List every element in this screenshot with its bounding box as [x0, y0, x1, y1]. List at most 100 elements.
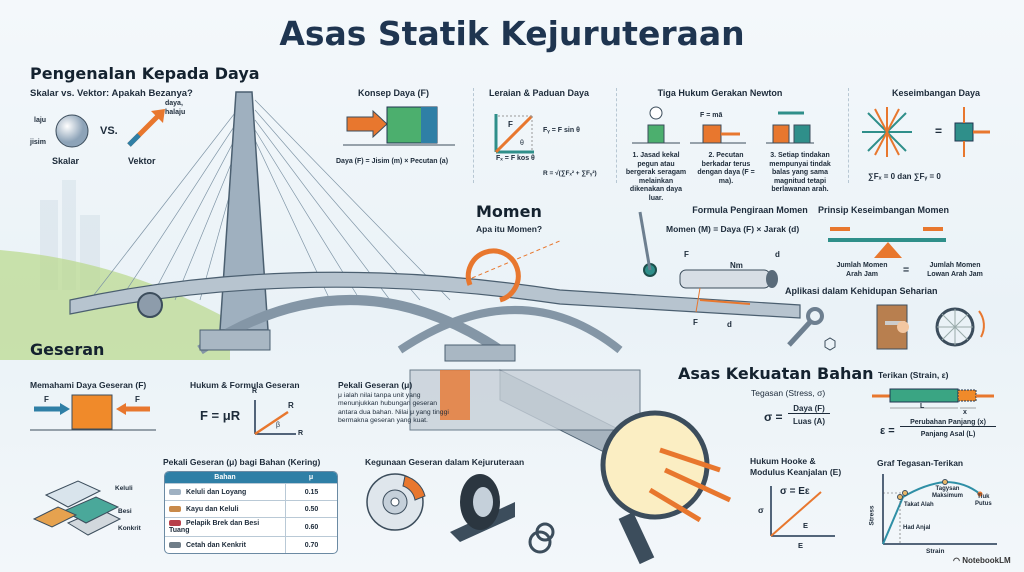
layer-label-concrete: Konkrit: [118, 525, 141, 532]
layer-label-steel: Keluli: [115, 485, 133, 492]
resolution-heading: Leraian & Paduan Daya: [489, 88, 590, 98]
force-equilibrium-diagram: [862, 107, 990, 157]
newton-law-1: 1. Jasad kekal pegun atau bergerak serag…: [625, 152, 687, 202]
law-beta: β: [276, 422, 281, 429]
watermark-text: NotebookLM: [962, 556, 1011, 565]
concept-heading: Konsep Daya (F): [358, 88, 430, 98]
wrench-icon: [787, 307, 836, 351]
stress-denominator: Luas (A): [793, 417, 825, 426]
law-r-right: R: [298, 430, 304, 437]
friction-coef-text: μ ialah nilai tanpa unit yang menunjukka…: [338, 392, 449, 425]
table-header: Bahan: [165, 472, 285, 483]
reaction-force-diagram: [254, 400, 296, 436]
vs-label: VS.: [100, 125, 118, 137]
resolution-theta: θ: [520, 140, 524, 147]
strain-l: L: [920, 403, 925, 410]
vector-note-1: daya,: [165, 100, 183, 107]
friction-block-diagram: [30, 394, 156, 431]
moment-lbl-nm: Nm: [730, 261, 743, 270]
moment-cw: Jumlah Momen Arah Jam: [836, 262, 888, 278]
intro-subtitle: Skalar vs. Vektor: Apakah Bezanya?: [30, 88, 193, 99]
newton-formula: F = mā: [700, 112, 723, 119]
material-layers-icon: [32, 480, 122, 536]
lever-arm-diagram: [679, 269, 778, 313]
hooke-e-axis: E: [798, 541, 804, 550]
moment-principle-heading: Prinsip Keseimbangan Momen: [818, 205, 950, 215]
stress-numerator: Daya (F): [788, 404, 830, 414]
mu-value: 0.15: [285, 483, 337, 500]
sphere-icon: [55, 114, 89, 148]
material-name: Cetah dan Kenkrit: [186, 541, 246, 549]
equilibrium-heading: Keseimbangan Daya: [891, 88, 981, 98]
mu-value: 0.50: [285, 500, 337, 517]
moment-question: Apa itu Momen?: [476, 224, 543, 234]
equilibrium-equals: =: [935, 124, 943, 138]
strain-bar-diagram: [872, 388, 994, 409]
divider: [473, 88, 474, 183]
label-break-1: Tiuk: [977, 494, 990, 500]
friction-coef-heading: Pekali Geseran (μ): [338, 380, 413, 390]
yield-point: [902, 490, 908, 496]
table-header: μ: [285, 472, 337, 483]
stress-heading: Tegasan (Stress, σ): [751, 388, 826, 398]
hooke-formula: σ = Eε: [780, 486, 810, 497]
belt-pulley-icon: [528, 530, 552, 554]
table-row: Kayu dan Keluli 0.50: [165, 500, 337, 517]
hooke-e-slope: E: [803, 521, 809, 530]
strain-numerator: Perubahan Panjang (x): [900, 419, 996, 427]
label-uts-1: Tagysan: [935, 486, 960, 492]
friction-uses-icons: [366, 473, 555, 554]
moment-lbl-f: F: [684, 250, 689, 259]
tyre-icon: [450, 474, 515, 542]
uts-point: [942, 479, 948, 485]
hooke-heading-2: Modulus Keanjalan (E): [750, 467, 842, 477]
friction-understand-heading: Memahami Daya Geseran (F): [30, 380, 147, 390]
moment-apps-heading: Aplikasi dalam Kehidupan Seharian: [785, 286, 938, 296]
moment-lbl-d: d: [775, 250, 780, 259]
strain-x: x: [963, 409, 967, 416]
resolution-fx: Fₓ = F kos θ: [496, 155, 535, 162]
label-break-2: Putus: [975, 501, 992, 507]
hooke-graph: [770, 486, 835, 537]
law-r-top: R: [252, 388, 258, 395]
scalar-label: Skalar: [52, 156, 80, 166]
newton-laws-diagram: [632, 106, 814, 144]
divider: [616, 88, 617, 183]
break-point: [977, 491, 983, 497]
friction-law-formula: F = μR: [200, 408, 241, 423]
layer-label-iron: Besi: [118, 508, 132, 515]
label-uts-2: Maksimum: [932, 493, 964, 499]
law-r-diag: R: [288, 401, 294, 410]
strain-heading: Terikan (Strain, ε): [878, 370, 949, 380]
strain-denominator: Panjang Asal (L): [920, 431, 976, 438]
yield-point: [897, 494, 903, 500]
resolution-fy: Fᵧ = F sin θ: [543, 127, 580, 134]
moment-ccw: Jumlah Momen Lowan Arah Jam: [927, 262, 983, 278]
material-name: Kayu dan Keluli: [186, 505, 239, 513]
friction-law-heading: Hukum & Formula Geseran: [190, 380, 300, 390]
force-block-diagram: [343, 106, 455, 146]
brake-disc-icon: [366, 473, 426, 531]
material-icon: [169, 520, 181, 527]
stress-strain-graph: [882, 474, 997, 545]
vector-label: Vektor: [128, 156, 156, 166]
material-name: Pelapik Brek dan Besi Tuang: [169, 520, 260, 534]
hooke-sigma: σ: [758, 505, 764, 515]
stress-strain-heading: Graf Tegasan-Terikan: [877, 458, 964, 468]
material-icon: [169, 505, 181, 512]
friction-uses-heading: Kegunaan Geseran dalam Kejuruteraan: [365, 457, 525, 467]
mu-value: 0.70: [285, 536, 337, 553]
stress-lhs: σ =: [764, 410, 783, 424]
equilibrium-formula: ∑Fₓ = 0 dan ∑Fᵧ = 0: [868, 172, 941, 181]
graph-x-axis: Strain: [926, 548, 945, 555]
label-yield: Takat Alah: [904, 502, 934, 508]
material-name: Keluli dan Loyang: [186, 488, 247, 496]
friction-table-heading: Pekali Geseran (μ) bagi Bahan (Kering): [163, 457, 321, 467]
newton-law-2: 2. Pecutan berkadar terus dengan daya (F…: [697, 152, 755, 185]
